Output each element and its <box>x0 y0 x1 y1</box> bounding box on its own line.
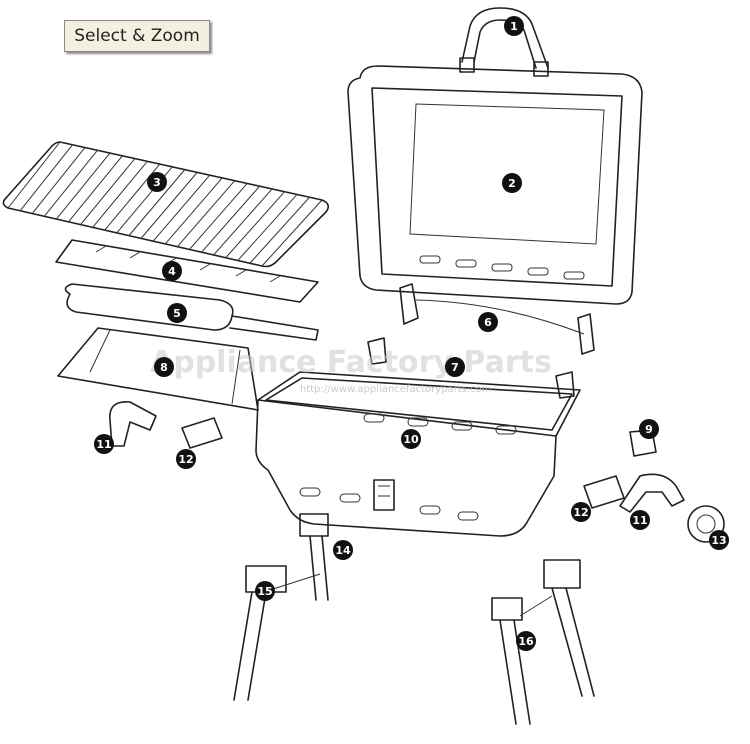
grate-bar <box>237 194 298 261</box>
grate-bar <box>55 152 111 220</box>
callout-15[interactable]: 15 <box>255 581 275 601</box>
grate-bar <box>164 177 223 245</box>
callout-4[interactable]: 4 <box>162 261 182 281</box>
select-zoom-button[interactable]: Select & Zoom <box>64 20 210 52</box>
callout-2[interactable]: 2 <box>502 173 522 193</box>
watermark-url: http://www.appliancefactoryparts.com <box>300 384 491 395</box>
callout-11-left[interactable]: 11 <box>94 434 114 454</box>
mounting-bracket-left[interactable] <box>181 417 223 449</box>
front-latch[interactable] <box>373 479 395 511</box>
grate-bar <box>249 196 310 264</box>
svg-text:2: 2 <box>508 177 516 190</box>
callout-9[interactable]: 9 <box>639 419 659 439</box>
callout-8[interactable]: 8 <box>154 357 174 377</box>
callout-16[interactable]: 16 <box>516 631 536 651</box>
heat-deflector-plate[interactable] <box>55 239 319 303</box>
svg-text:4: 4 <box>168 265 176 278</box>
callout-6[interactable]: 6 <box>478 312 498 332</box>
lid-vents <box>419 255 585 280</box>
svg-text:11: 11 <box>632 514 647 527</box>
grate-bar <box>128 169 186 236</box>
callout-10[interactable]: 10 <box>401 429 421 449</box>
callout-13[interactable]: 13 <box>709 530 729 550</box>
grate-bar <box>7 141 61 209</box>
callout-12-right[interactable]: 12 <box>571 502 591 522</box>
cooking-grate[interactable] <box>2 141 330 268</box>
gas-valve-left[interactable] <box>109 401 157 447</box>
svg-text:12: 12 <box>178 453 193 466</box>
svg-text:3: 3 <box>153 176 161 189</box>
callout-12-left[interactable]: 12 <box>176 449 196 469</box>
gas-valve-right[interactable] <box>619 473 685 513</box>
svg-text:8: 8 <box>160 361 168 374</box>
svg-text:9: 9 <box>645 423 653 436</box>
callout-11-right[interactable]: 11 <box>630 510 650 530</box>
grate-bar <box>31 147 86 214</box>
grate-bar <box>43 149 98 217</box>
callout-5[interactable]: 5 <box>167 303 187 323</box>
mounting-bracket-right[interactable] <box>583 475 625 509</box>
lid-handle[interactable] <box>459 7 549 77</box>
svg-text:15: 15 <box>257 585 272 598</box>
svg-text:1: 1 <box>510 20 518 33</box>
svg-text:7: 7 <box>451 361 459 374</box>
svg-text:11: 11 <box>96 438 111 451</box>
grill-lid[interactable] <box>347 65 643 305</box>
svg-text:10: 10 <box>403 433 419 446</box>
firebox-base[interactable] <box>255 371 581 537</box>
burner-tube[interactable] <box>64 283 319 341</box>
firebox-vents <box>299 413 517 521</box>
regulator-knob[interactable] <box>687 505 725 543</box>
grate-bar <box>19 144 73 212</box>
grate-bar <box>176 180 236 247</box>
svg-text:14: 14 <box>335 544 351 557</box>
svg-text:13: 13 <box>711 534 726 547</box>
callout-14[interactable]: 14 <box>333 540 353 560</box>
callout-3[interactable]: 3 <box>147 172 167 192</box>
grate-bar <box>68 155 123 223</box>
grate-bar <box>189 183 248 250</box>
hinge-clips[interactable] <box>367 337 575 399</box>
callout-1[interactable]: 1 <box>504 16 524 36</box>
svg-text:16: 16 <box>518 635 534 648</box>
grate-bar <box>140 172 198 239</box>
lid-hinge-set[interactable] <box>399 283 595 355</box>
grate-bar <box>92 161 148 228</box>
leg-assembly-right[interactable] <box>491 559 595 725</box>
grate-bar <box>201 185 260 253</box>
grate-bar <box>80 158 136 225</box>
svg-text:6: 6 <box>484 316 492 329</box>
grate-bar <box>261 199 323 267</box>
leg-assembly-left[interactable] <box>233 513 329 701</box>
grate-bar <box>152 174 211 242</box>
svg-text:12: 12 <box>573 506 588 519</box>
callout-7[interactable]: 7 <box>445 357 465 377</box>
grate-bar <box>225 191 285 259</box>
grate-bar <box>213 188 273 256</box>
watermark-text: Appliance Factory Parts <box>150 345 552 380</box>
svg-text:5: 5 <box>173 307 181 320</box>
